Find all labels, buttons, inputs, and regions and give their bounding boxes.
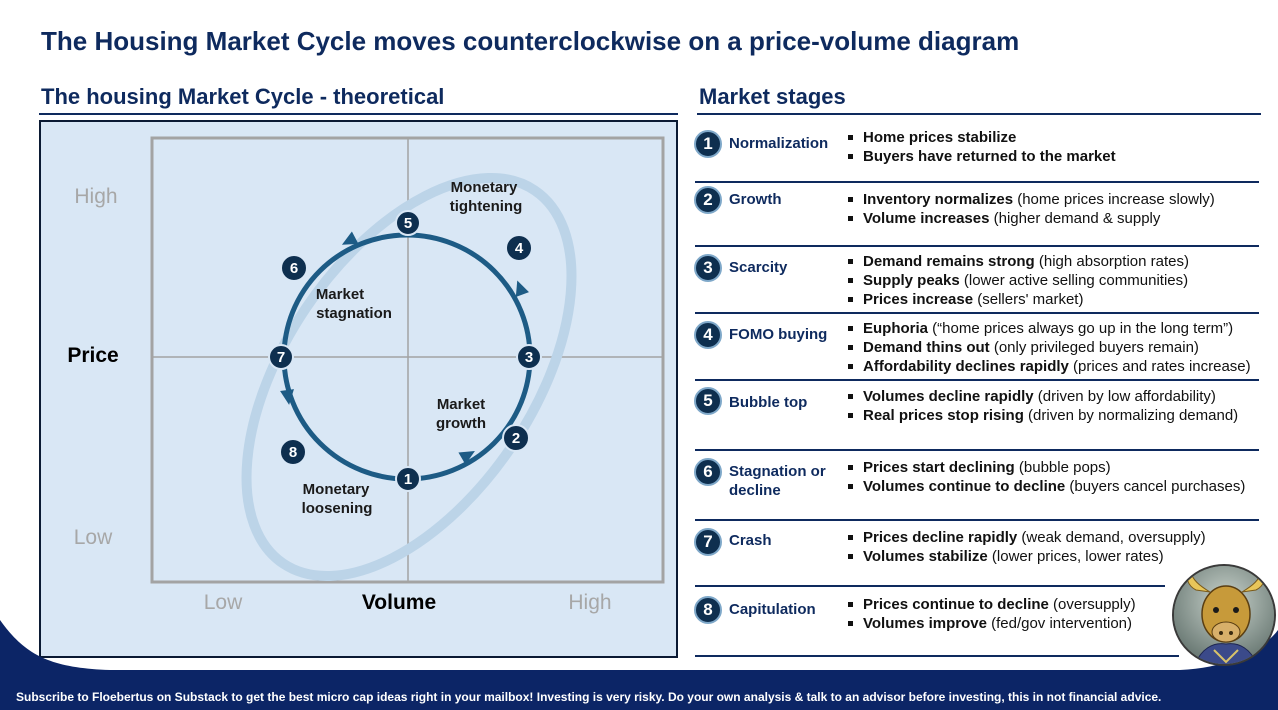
stage-bullets: Prices decline rapidly (weak demand, ove… bbox=[845, 528, 1265, 566]
cycle-node-5: 5 bbox=[395, 210, 421, 236]
stage-bullets: Volumes decline rapidly (driven by low a… bbox=[845, 387, 1265, 425]
stage-separator bbox=[695, 655, 1179, 657]
arrow-5-to-7 bbox=[341, 231, 359, 245]
stage-name: Growth bbox=[729, 191, 782, 208]
svg-text:6: 6 bbox=[290, 260, 298, 277]
stage-number-badge: 6 bbox=[694, 458, 722, 486]
cycle-band bbox=[241, 172, 577, 582]
stage-bullet: Volumes improve (fed/gov intervention) bbox=[845, 614, 1265, 633]
phase-label-tightening-2: tightening bbox=[450, 198, 522, 215]
svg-text:4: 4 bbox=[515, 240, 524, 257]
stages-section-rule bbox=[697, 113, 1261, 115]
stage-name: Stagnation or decline bbox=[729, 463, 826, 499]
cycle-node-4: 4 bbox=[505, 234, 533, 262]
svg-text:7: 7 bbox=[277, 349, 285, 366]
stage-bullet: Affordability declines rapidly (prices a… bbox=[845, 357, 1265, 376]
stage-bullet: Home prices stabilize bbox=[845, 128, 1265, 147]
y-low-label: Low bbox=[74, 526, 113, 549]
stage-separator bbox=[695, 519, 1259, 521]
stage-bullet: Volumes stabilize (lower prices, lower r… bbox=[845, 547, 1265, 566]
cycle-node-7: 7 bbox=[268, 344, 294, 370]
phase-label-loosening-2: loosening bbox=[302, 500, 373, 517]
stage-bullet: Volumes decline rapidly (driven by low a… bbox=[845, 387, 1265, 406]
stage-bullet: Supply peaks (lower active selling commu… bbox=[845, 271, 1265, 290]
cycle-node-8: 8 bbox=[279, 438, 307, 466]
stage-bullet: Prices decline rapidly (weak demand, ove… bbox=[845, 528, 1265, 547]
stage-separator bbox=[695, 449, 1259, 451]
phase-label-growth-1: Market bbox=[437, 396, 485, 413]
stage-name: Bubble top bbox=[729, 394, 808, 411]
stage-separator bbox=[695, 181, 1259, 183]
stage-number-badge: 7 bbox=[694, 528, 722, 556]
diagram-section-title: The housing Market Cycle - theoretical bbox=[41, 84, 445, 109]
stage-name: Scarcity bbox=[729, 259, 788, 276]
bull-logo bbox=[1172, 564, 1276, 666]
stage-bullets: Home prices stabilize Buyers have return… bbox=[845, 128, 1265, 166]
phase-label-tightening-1: Monetary bbox=[451, 179, 518, 196]
stage-name: Normalization bbox=[729, 135, 829, 152]
phase-label-stagnation-1: Market bbox=[316, 286, 364, 303]
x-axis-label: Volume bbox=[362, 591, 436, 614]
stage-number-badge: 8 bbox=[694, 596, 722, 624]
stage-number-badge: 4 bbox=[694, 321, 722, 349]
stage-separator bbox=[695, 379, 1259, 381]
arrow-7-to-1 bbox=[280, 389, 294, 405]
stage-bullet: Real prices stop rising (driven by norma… bbox=[845, 406, 1265, 425]
cycle-node-3: 3 bbox=[516, 344, 542, 370]
svg-text:1: 1 bbox=[404, 471, 412, 488]
stage-bullet: Volume increases (higher demand & supply bbox=[845, 209, 1265, 228]
stage-separator bbox=[695, 585, 1165, 587]
stage-bullet: Prices increase (sellers' market) bbox=[845, 290, 1265, 309]
stage-number-badge: 2 bbox=[694, 186, 722, 214]
stage-name: Capitulation bbox=[729, 601, 816, 618]
stage-bullets: Euphoria (“home prices always go up in t… bbox=[845, 319, 1265, 376]
cycle-node-1: 1 bbox=[395, 466, 421, 492]
svg-text:5: 5 bbox=[404, 215, 412, 232]
footer-disclaimer: Subscribe to Floebertus on Substack to g… bbox=[16, 690, 1162, 704]
stage-separator bbox=[695, 245, 1259, 247]
x-low-label: Low bbox=[204, 591, 243, 614]
phase-label-growth-2: growth bbox=[436, 415, 486, 432]
svg-text:3: 3 bbox=[525, 349, 533, 366]
stage-name: Crash bbox=[729, 532, 772, 549]
stage-bullets: Prices continue to decline (oversupply) … bbox=[845, 595, 1265, 633]
y-high-label: High bbox=[74, 185, 117, 208]
stage-name: FOMO buying bbox=[729, 326, 828, 343]
cycle-node-2: 2 bbox=[502, 424, 530, 452]
svg-text:8: 8 bbox=[289, 444, 297, 461]
bull-icon bbox=[1174, 566, 1274, 664]
stage-bullets: Prices start declining (bubble pops) Vol… bbox=[845, 458, 1265, 496]
stage-bullets: Inventory normalizes (home prices increa… bbox=[845, 190, 1265, 228]
cycle-diagram-panel: High Low Price Low Volume High Monetary … bbox=[39, 120, 678, 658]
stage-bullet: Demand thins out (only privileged buyers… bbox=[845, 338, 1265, 357]
stage-number-badge: 5 bbox=[694, 387, 722, 415]
cycle-node-6: 6 bbox=[280, 254, 308, 282]
footer-wave bbox=[0, 620, 1278, 710]
stage-bullet: Inventory normalizes (home prices increa… bbox=[845, 190, 1265, 209]
stages-section-title: Market stages bbox=[699, 84, 846, 109]
phase-label-loosening-1: Monetary bbox=[303, 481, 370, 498]
stage-number-badge: 1 bbox=[694, 130, 722, 158]
svg-text:2: 2 bbox=[512, 430, 520, 447]
stage-bullet: Demand remains strong (high absorption r… bbox=[845, 252, 1265, 271]
arrow-3-to-5 bbox=[515, 280, 529, 297]
stage-bullet: Buyers have returned to the market bbox=[845, 147, 1265, 166]
stage-bullet: Prices continue to decline (oversupply) bbox=[845, 595, 1265, 614]
x-high-label: High bbox=[568, 591, 611, 614]
y-axis-label: Price bbox=[67, 344, 118, 367]
cycle-diagram: High Low Price Low Volume High Monetary … bbox=[67, 136, 665, 614]
stage-bullet: Volumes continue to decline (buyers canc… bbox=[845, 477, 1265, 496]
stage-number-badge: 3 bbox=[694, 254, 722, 282]
diagram-section-rule bbox=[39, 113, 678, 115]
stage-bullet: Prices start declining (bubble pops) bbox=[845, 458, 1265, 477]
phase-label-stagnation-2: stagnation bbox=[316, 305, 392, 322]
arrow-1-to-3 bbox=[458, 451, 475, 465]
stage-bullet: Euphoria (“home prices always go up in t… bbox=[845, 319, 1265, 338]
stage-bullets: Demand remains strong (high absorption r… bbox=[845, 252, 1265, 309]
stage-separator bbox=[695, 312, 1259, 314]
page-title: The Housing Market Cycle moves countercl… bbox=[41, 26, 1020, 56]
